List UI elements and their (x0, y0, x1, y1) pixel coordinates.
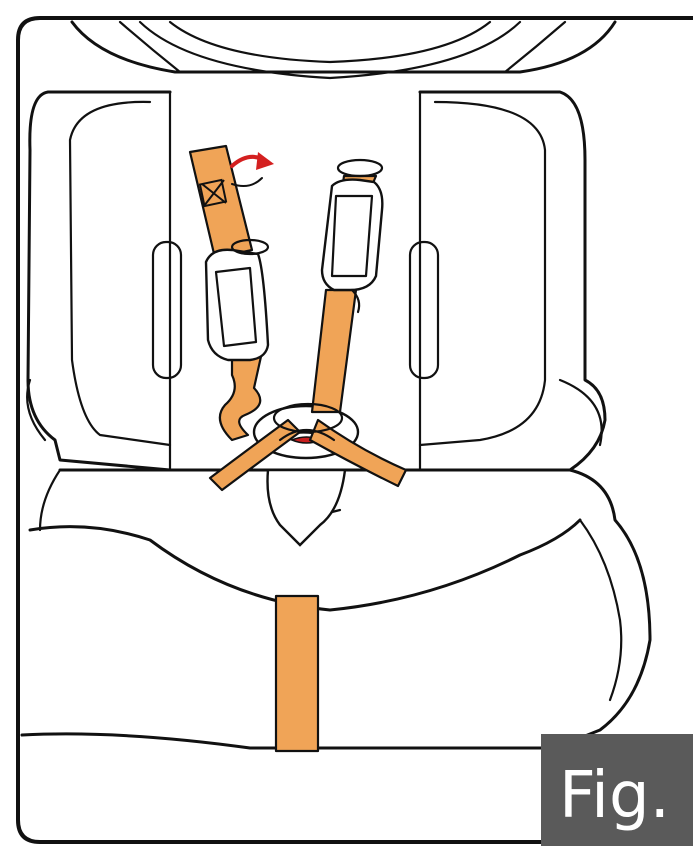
crotch-strap (274, 594, 320, 753)
seat-back (26, 90, 607, 472)
left-strap-lower (218, 350, 264, 442)
frame-border (16, 16, 693, 844)
seat-cushion (20, 468, 652, 750)
x-mark-icon (198, 178, 228, 208)
headrest (70, 20, 617, 80)
right-lap-belt (308, 418, 408, 488)
left-shoulder-strap (188, 144, 302, 492)
curved-arrow-icon (230, 152, 274, 187)
figure-label: Fig. (541, 734, 693, 846)
chest-buckle (272, 402, 344, 442)
right-shoulder-strap (308, 158, 408, 488)
right-strap-lower (310, 288, 358, 414)
buckle-pad (252, 404, 360, 547)
